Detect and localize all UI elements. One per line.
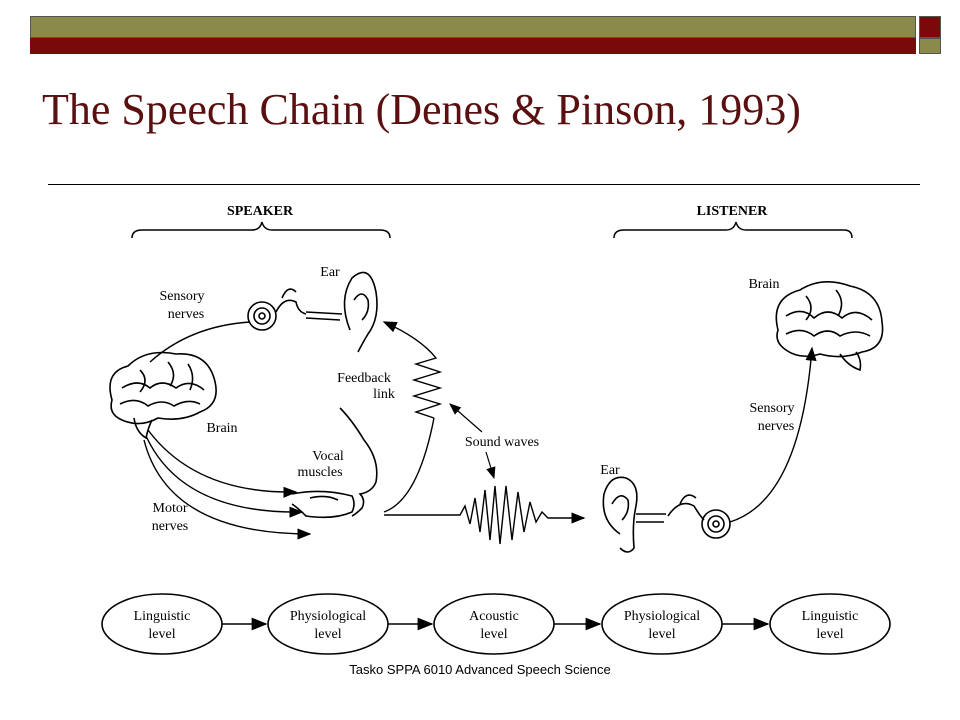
level-node-4 bbox=[601, 593, 723, 655]
listener-ear-icon bbox=[602, 476, 731, 553]
feedback-wave bbox=[382, 321, 443, 419]
speaker-brain-label: Brain bbox=[206, 421, 237, 436]
motor-label-2: nerves bbox=[152, 519, 189, 534]
motor-nerve-1 bbox=[147, 429, 298, 498]
speaker-brace bbox=[131, 221, 391, 239]
level-1-line-1: Linguistic bbox=[134, 609, 191, 624]
level-node-5 bbox=[769, 593, 891, 655]
listener-brace bbox=[613, 221, 853, 239]
level-1-line-2: level bbox=[148, 627, 175, 642]
level-3-line-2: level bbox=[480, 627, 507, 642]
speaker-ear-icon bbox=[247, 271, 378, 353]
slide-title: The Speech Chain (Denes & Pinson, 1993) bbox=[42, 85, 801, 134]
level-flow bbox=[101, 593, 891, 655]
level-4-line-1: Physiological bbox=[624, 609, 700, 624]
title-rule bbox=[48, 184, 920, 185]
header-square-top bbox=[919, 16, 941, 38]
motor-label-1: Motor bbox=[153, 501, 188, 516]
speaker-brain-icon bbox=[109, 351, 217, 440]
speaker-sensory-label-1: Sensory bbox=[159, 289, 204, 304]
level-2-line-2: level bbox=[314, 627, 341, 642]
level-2-line-1: Physiological bbox=[290, 609, 366, 624]
slide-footer: Tasko SPPA 6010 Advanced Speech Science bbox=[349, 662, 611, 677]
header-bar-olive bbox=[30, 16, 916, 38]
header-bar-maroon bbox=[30, 38, 916, 54]
listener-sensory-label-1: Sensory bbox=[749, 401, 794, 416]
feedback-line bbox=[383, 417, 435, 513]
listener-label: LISTENER bbox=[697, 204, 769, 219]
level-3-line-1: Acoustic bbox=[469, 609, 519, 624]
level-node-3 bbox=[433, 593, 555, 655]
listener-sensory-nerve bbox=[729, 346, 817, 523]
feedback-label-2: link bbox=[373, 387, 395, 402]
listener-ear-label: Ear bbox=[600, 463, 620, 478]
header-square-bottom bbox=[919, 38, 941, 54]
speaker-ear-label: Ear bbox=[320, 265, 340, 280]
motor-nerve-2 bbox=[145, 435, 304, 518]
sound-waves-pointer-down bbox=[485, 451, 496, 480]
vocal-label-2: muscles bbox=[297, 465, 342, 480]
listener-sensory-label-2: nerves bbox=[758, 419, 795, 434]
level-5-line-1: Linguistic bbox=[802, 609, 859, 624]
speaker-sensory-nerve bbox=[149, 321, 251, 363]
sound-wave bbox=[384, 485, 586, 545]
level-4-line-2: level bbox=[648, 627, 675, 642]
sound-waves-label: Sound waves bbox=[465, 435, 539, 450]
level-node-2 bbox=[267, 593, 389, 655]
motor-nerve-3 bbox=[143, 439, 312, 540]
feedback-label-1: Feedback bbox=[337, 371, 391, 386]
listener-brain-icon bbox=[775, 281, 884, 372]
sound-waves-pointer-up bbox=[449, 403, 483, 433]
listener-brain-label: Brain bbox=[748, 277, 779, 292]
vocal-label-1: Vocal bbox=[312, 449, 344, 464]
level-5-line-2: level bbox=[816, 627, 843, 642]
speaker-label: SPEAKER bbox=[227, 204, 294, 219]
speaker-sensory-label-2: nerves bbox=[168, 307, 205, 322]
level-node-1 bbox=[101, 593, 223, 655]
